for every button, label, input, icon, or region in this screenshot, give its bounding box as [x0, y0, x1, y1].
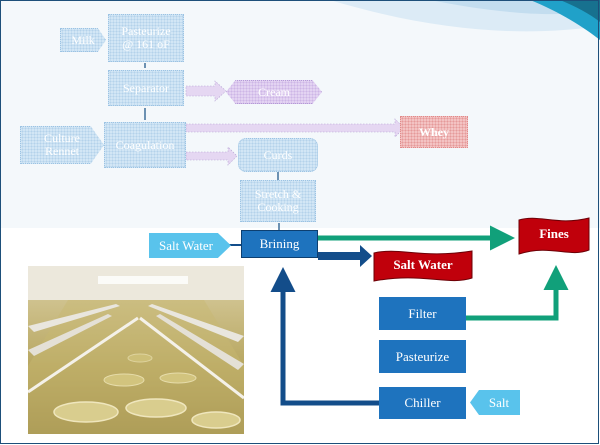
node-filter-label: Filter [408, 305, 437, 321]
node-curds: Curds [238, 138, 318, 172]
node-culture-rennet-label: Culture Rennet [44, 131, 80, 158]
arrow-brining-to-saltwater [318, 245, 372, 267]
banner-fines [518, 217, 590, 255]
node-stretch-cooking: Stretch & Cooking [240, 180, 316, 222]
node-salt-water-output: Salt Water [372, 248, 474, 282]
node-milk-label: Milk [71, 32, 95, 47]
banner-salt-water-output [373, 250, 473, 282]
node-chiller-label: Chiller [404, 395, 441, 411]
node-salt-input-label: Salt [488, 394, 510, 410]
arrow-filter-to-fines [466, 265, 569, 321]
node-pasteurize-top: Pasteurize @ 161 oF [108, 14, 184, 62]
node-salt-water-input: Salt Water [149, 233, 231, 258]
node-cream-label: Cream [258, 84, 290, 99]
node-separator-label: Separator [123, 80, 169, 95]
node-coagulation-label: Coagulation [115, 137, 175, 152]
node-culture-rennet: Culture Rennet [20, 126, 104, 164]
node-brining: Brining [241, 230, 318, 258]
node-chiller: Chiller [379, 387, 466, 419]
node-whey: Whey [400, 116, 468, 148]
upper-flow-arrows [185, 80, 405, 166]
header-swoosh [330, 0, 600, 40]
brine-tank-photo [28, 266, 244, 434]
node-filter: Filter [379, 297, 466, 330]
node-fines: Fines [517, 214, 591, 254]
node-pasteurize-top-label: Pasteurize @ 161 oF [121, 24, 171, 51]
node-stretch-cooking-label: Stretch & Cooking [254, 187, 302, 214]
node-cream: Cream [226, 80, 322, 104]
node-pasteurize: Pasteurize [379, 340, 466, 373]
arrow-chiller-to-brining [270, 267, 379, 406]
node-curds-label: Curds [263, 147, 293, 162]
node-salt-water-input-label: Salt Water [159, 237, 213, 253]
node-coagulation: Coagulation [104, 122, 186, 168]
node-separator: Separator [108, 70, 184, 106]
node-salt-input: Salt [470, 390, 520, 415]
node-salt-water-output-label: Salt Water [393, 257, 453, 272]
node-fines-label: Fines [539, 226, 569, 241]
node-pasteurize-label: Pasteurize [395, 348, 450, 364]
node-brining-label: Brining [259, 236, 300, 252]
node-milk: Milk [60, 28, 106, 52]
node-whey-label: Whey [419, 124, 449, 139]
